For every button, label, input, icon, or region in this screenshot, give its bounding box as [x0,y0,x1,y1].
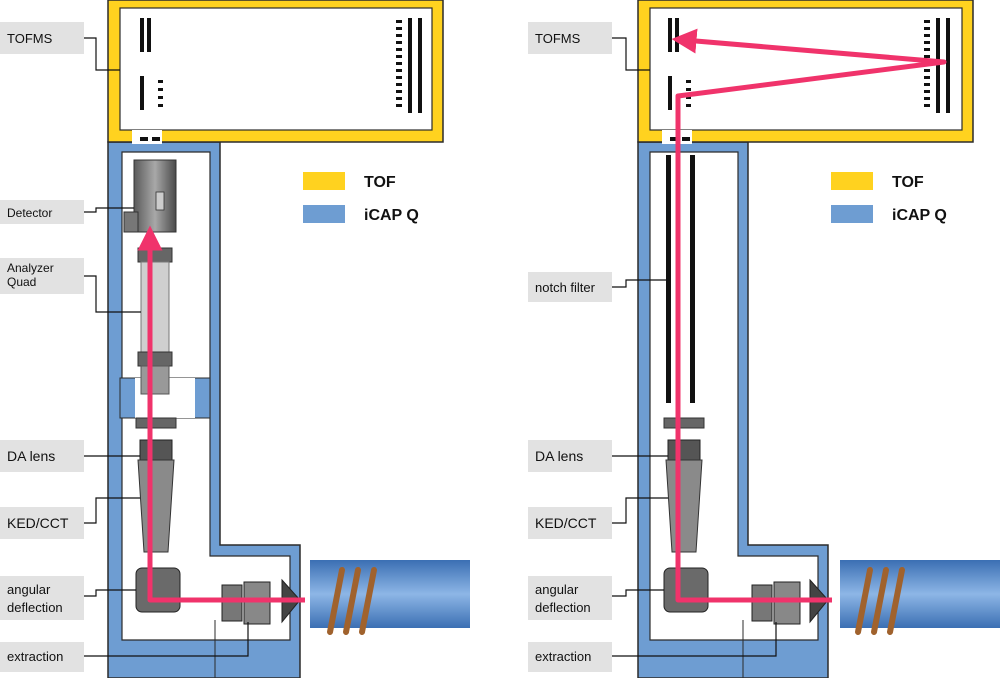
label-angular-deflection-line1: angular [535,582,579,597]
right-labels [612,37,777,657]
right-panel [637,0,1000,678]
label-angular-deflection-line2: deflection [7,600,63,615]
left-ion-path [137,225,305,603]
label-angular-deflection-line1: angular [7,582,51,597]
label-box-ked-cct [0,507,84,539]
label-detector: Detector [7,206,52,220]
label-box-notch-filter [528,272,612,302]
left-labels [84,37,249,657]
label-box-ked-cct [528,507,612,539]
right-rf-coil [855,567,905,635]
label-box-da-lens [0,440,84,472]
label-box-extraction [0,642,84,672]
left-detector [123,159,177,233]
label-ked-cct: KED/CCT [535,515,597,531]
legend-label-icapq: iCAP Q [364,207,419,224]
label-angular-deflection-line2: deflection [535,600,591,615]
legend-swatch-icapq [831,205,873,223]
label-box-tofms [0,22,84,54]
label-analyzer-quad-line1: Analyzer [7,261,54,275]
label-box-detector [0,200,84,224]
legend-swatch-tof [831,172,873,190]
left-tof-grid-dots [158,80,163,107]
label-tofms: TOFMS [7,31,53,46]
label-extraction: extraction [7,649,63,664]
label-notch-filter: notch filter [535,280,596,295]
label-box-tofms [528,22,612,54]
label-box-analyzer-quad [0,258,84,294]
left-lens-stack [135,417,181,613]
right-tof-grid-dots [686,80,691,107]
label-extraction: extraction [535,649,591,664]
label-box-angular-deflection [528,576,612,620]
left-analyzer-quad [137,247,173,395]
legend-label-icapq: iCAP Q [892,207,947,224]
label-da-lens: DA lens [7,448,55,464]
label-box-da-lens [528,440,612,472]
left-extraction-lens [221,578,301,625]
left-legend: TOF iCAP Q [303,172,419,224]
label-ked-cct: KED/CCT [7,515,69,531]
label-da-lens: DA lens [535,448,583,464]
legend-swatch-icapq [303,205,345,223]
right-vacuum-cavity [649,151,819,641]
left-reflectron [396,18,422,113]
label-analyzer-quad-line2: Quad [7,275,36,289]
label-box-angular-deflection [0,576,84,620]
left-panel [107,0,470,678]
right-notch-filter [666,155,695,403]
label-box-extraction [528,642,612,672]
right-ion-path [671,28,947,603]
legend-label-tof: TOF [364,174,396,191]
legend-swatch-tof [303,172,345,190]
label-tofms: TOFMS [535,31,581,46]
legend-label-tof: TOF [892,174,924,191]
right-legend: TOF iCAP Q [831,172,947,224]
left-rf-coil [327,567,377,635]
